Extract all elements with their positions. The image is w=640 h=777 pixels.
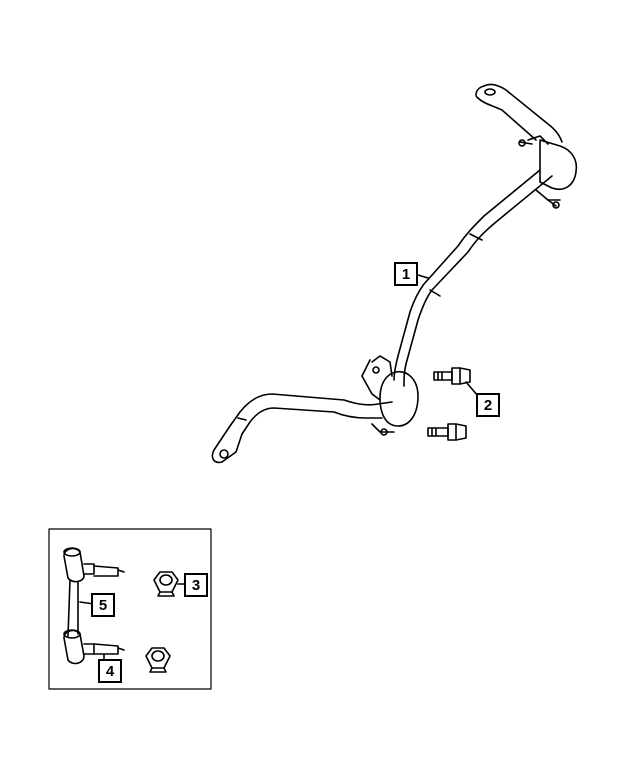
callout-5: 5 [91, 593, 115, 617]
bolt-lower [427, 423, 467, 441]
callout-3: 3 [184, 573, 208, 597]
inset-frame [48, 528, 212, 690]
callout-4: 4 [98, 659, 122, 683]
stabilizer-link [63, 547, 125, 665]
leader-line-1 [417, 274, 429, 279]
nut-lower [145, 647, 171, 673]
callout-1: 1 [394, 262, 418, 286]
bolt-upper [433, 367, 471, 385]
callout-2: 2 [476, 393, 500, 417]
stabilizer-bar [211, 83, 578, 464]
nut-upper [153, 571, 179, 597]
